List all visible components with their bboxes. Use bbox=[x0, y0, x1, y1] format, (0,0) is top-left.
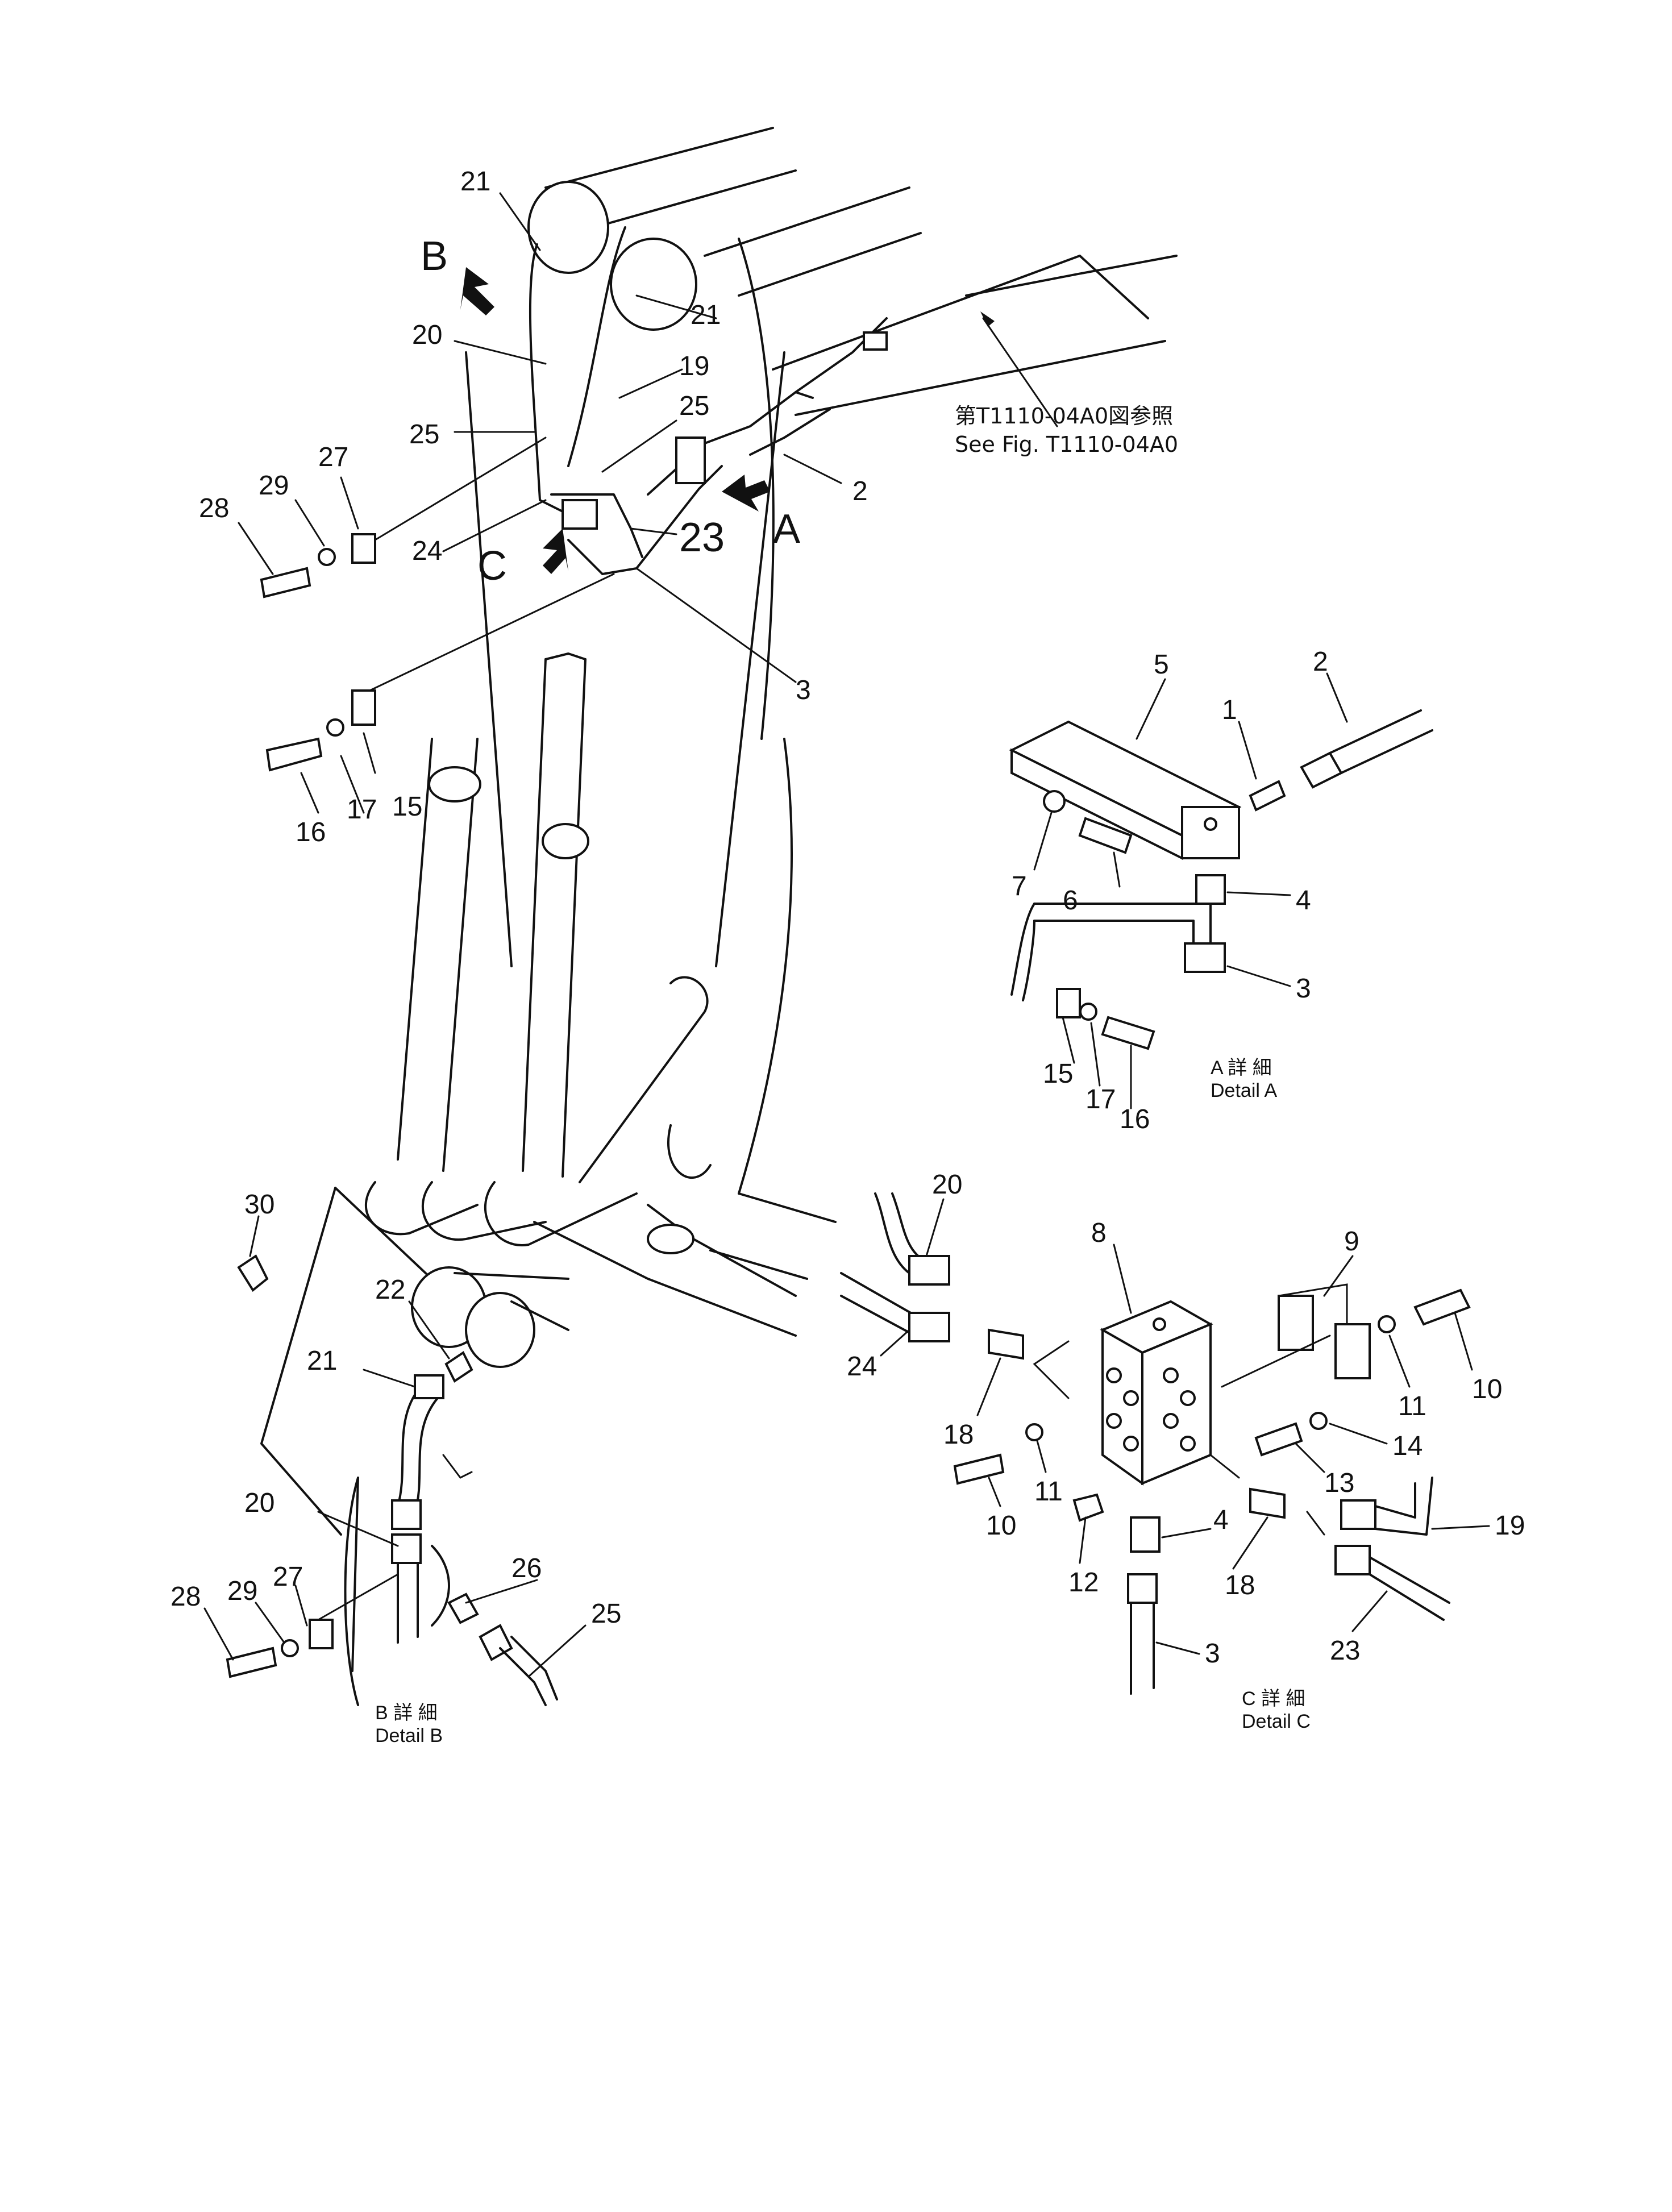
callout-c-24: 24 bbox=[847, 1352, 877, 1382]
callout-c-3: 3 bbox=[1205, 1639, 1220, 1669]
detail-a-label: A 詳 細 bbox=[1211, 1057, 1272, 1079]
callout-main-2: 2 bbox=[852, 476, 868, 506]
callout-a-4: 4 bbox=[1296, 885, 1311, 916]
callout-main-24: 24 bbox=[412, 536, 442, 566]
callout-b-25: 25 bbox=[591, 1599, 621, 1629]
callout-main-29: 29 bbox=[259, 471, 289, 501]
callout-c-12: 12 bbox=[1068, 1567, 1099, 1598]
callout-main-17: 17 bbox=[347, 795, 377, 825]
callout-b-30: 30 bbox=[244, 1190, 274, 1220]
hose-routing bbox=[529, 226, 888, 575]
detail-b: 30 22 21 20 27 29 28 26 25 B 詳 細 Detail … bbox=[170, 1187, 621, 1747]
callout-a-2: 2 bbox=[1313, 647, 1328, 677]
detail-c-label: C 詳 細 bbox=[1242, 1688, 1305, 1710]
detail-a-caption: Detail A bbox=[1211, 1080, 1277, 1101]
callout-b-29: 29 bbox=[227, 1576, 257, 1606]
callout-c-23: 23 bbox=[1330, 1636, 1360, 1666]
callout-b-28: 28 bbox=[170, 1582, 201, 1612]
reference-note-english: See Fig. T1110-04A0 bbox=[955, 432, 1178, 457]
view-arrow-label-a: A bbox=[773, 506, 800, 552]
callout-a-1: 1 bbox=[1222, 695, 1237, 725]
callout-main-16: 16 bbox=[296, 817, 326, 847]
callout-a-15: 15 bbox=[1043, 1059, 1073, 1089]
callout-main-21a: 21 bbox=[460, 167, 490, 197]
callout-a-5: 5 bbox=[1154, 650, 1169, 680]
callout-c-19: 19 bbox=[1495, 1511, 1525, 1541]
reference-note-japanese: 第T1110-04A0図参照 bbox=[955, 404, 1173, 429]
callout-a-7: 7 bbox=[1012, 871, 1027, 901]
callout-main-28: 28 bbox=[199, 493, 229, 523]
view-arrow-a: A bbox=[722, 475, 800, 552]
callout-a-6: 6 bbox=[1063, 885, 1078, 916]
detail-b-caption: Detail B bbox=[375, 1725, 443, 1747]
callout-main-3: 3 bbox=[796, 675, 811, 705]
callout-c-18a: 18 bbox=[943, 1420, 974, 1450]
detail-c: 20 8 9 10 24 18 11 14 13 10 11 12 4 18 1… bbox=[840, 1170, 1525, 1732]
callout-c-4: 4 bbox=[1213, 1505, 1229, 1535]
callout-main-21b: 21 bbox=[691, 300, 721, 330]
callout-c-9: 9 bbox=[1344, 1226, 1359, 1257]
callout-c-18b: 18 bbox=[1225, 1570, 1255, 1600]
callout-b-22: 22 bbox=[375, 1275, 405, 1305]
callout-main-15: 15 bbox=[392, 792, 422, 822]
view-arrow-b: B bbox=[421, 234, 494, 315]
main-callout-leaders bbox=[238, 192, 842, 814]
callout-b-21: 21 bbox=[307, 1346, 337, 1376]
main-clamp-group-upper bbox=[260, 436, 615, 772]
callout-main-25b: 25 bbox=[679, 391, 709, 421]
detail-a: 5 2 1 7 6 4 3 15 17 16 A 詳 細 Detail A bbox=[1009, 647, 1433, 1134]
callout-c-13: 13 bbox=[1324, 1468, 1354, 1498]
view-arrow-label-b: B bbox=[421, 234, 448, 279]
view-arrow-c: C bbox=[477, 529, 568, 589]
callout-main-19: 19 bbox=[679, 351, 709, 381]
callout-c-11a: 11 bbox=[1398, 1391, 1426, 1421]
callout-c-10b: 10 bbox=[986, 1511, 1016, 1541]
callout-a-16: 16 bbox=[1120, 1104, 1150, 1134]
detail-b-label: B 詳 細 bbox=[375, 1702, 438, 1724]
callout-c-10a: 10 bbox=[1472, 1374, 1502, 1404]
callout-a-17: 17 bbox=[1085, 1084, 1116, 1115]
boom-arm-structure bbox=[364, 127, 1178, 1337]
callout-b-20: 20 bbox=[244, 1488, 274, 1518]
callout-main-27: 27 bbox=[318, 442, 348, 472]
callout-main-20: 20 bbox=[412, 320, 442, 350]
valve-ports bbox=[1106, 1317, 1196, 1452]
callout-main-25a: 25 bbox=[409, 419, 439, 450]
callout-c-11b: 11 bbox=[1034, 1477, 1063, 1507]
callout-b-27: 27 bbox=[273, 1562, 303, 1592]
callout-main-23: 23 bbox=[679, 515, 725, 560]
callout-a-3: 3 bbox=[1296, 974, 1311, 1004]
detail-c-caption: Detail C bbox=[1242, 1711, 1311, 1732]
callout-c-20: 20 bbox=[932, 1170, 962, 1200]
view-arrow-label-c: C bbox=[477, 543, 507, 589]
callout-c-14: 14 bbox=[1392, 1431, 1423, 1461]
reference-note: 第T1110-04A0図参照 See Fig. T1110-04A0 bbox=[955, 311, 1178, 457]
callout-b-26: 26 bbox=[511, 1553, 542, 1583]
callout-c-8: 8 bbox=[1091, 1218, 1107, 1248]
main-callouts: 21 20 25 27 29 28 24 21 19 25 23 2 3 15 … bbox=[199, 167, 868, 847]
